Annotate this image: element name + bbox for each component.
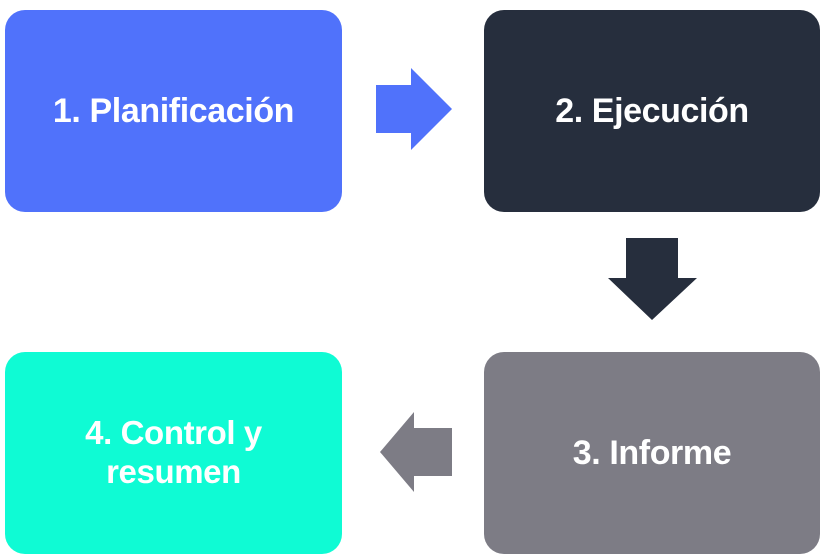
arrow-right-icon [376,68,452,150]
arrow-left-icon [380,412,452,492]
node-planificacion-label: 1. Planificación [52,91,295,130]
arrow-down-icon [608,238,697,320]
node-control-label: 4. Control y resumen [85,414,262,490]
node-informe[interactable]: 3. Informe [484,352,820,554]
node-ejecucion-label: 2. Ejecución [555,91,749,130]
node-informe-label: 3. Informe [572,433,732,472]
node-ejecucion[interactable]: 2. Ejecución [484,10,820,212]
node-planificacion[interactable]: 1. Planificación [5,10,342,212]
node-control[interactable]: 4. Control y resumen [5,352,342,554]
